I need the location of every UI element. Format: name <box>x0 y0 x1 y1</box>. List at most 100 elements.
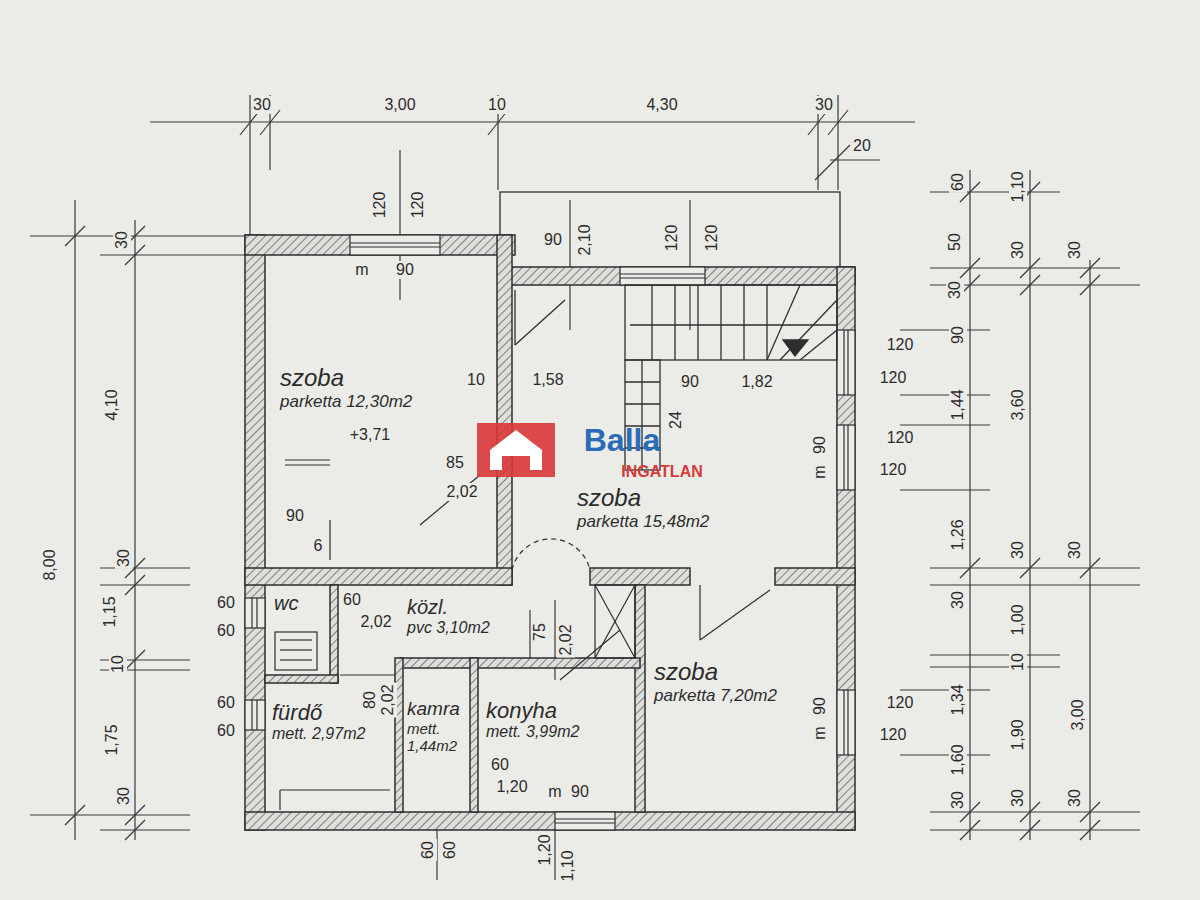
dimension-label: 2,02 <box>444 483 479 501</box>
dimension-label: 30 <box>1066 787 1084 809</box>
dimension-label: 120 <box>371 190 389 221</box>
dimension-label: 30 <box>949 789 967 811</box>
dimension-label: 50 <box>946 231 964 253</box>
dimension-label: 1,20 <box>536 832 554 867</box>
dimension-label: 90 <box>811 434 829 456</box>
room-area-note: mett. 2,97m2 <box>272 725 367 743</box>
dimension-label: 1,75 <box>103 722 121 757</box>
dimension-label: 80 <box>361 689 379 711</box>
dimension-label: 30 <box>1009 239 1027 261</box>
dimension-label: 30 <box>1009 539 1027 561</box>
dimension-label: 60 <box>489 756 511 774</box>
dimension-label: 1,10 <box>1009 169 1027 204</box>
room-area-note: pvc 3,10m2 <box>407 619 491 637</box>
dimension-label: 90 <box>284 507 306 525</box>
dimension-label: 10 <box>1009 651 1027 673</box>
room-area: kamramett. 1,44m2 <box>405 696 469 757</box>
dimension-label: 20 <box>851 137 873 155</box>
dimension-label: 1,58 <box>530 371 565 389</box>
dimension-label: m <box>546 783 563 801</box>
dimension-label: 120 <box>885 694 916 712</box>
dimension-label: 3,00 <box>382 96 417 114</box>
stair-symbol <box>515 285 837 470</box>
dimension-lines <box>30 95 1140 880</box>
dimension-label: 120 <box>878 726 909 744</box>
dimension-label: 30 <box>115 547 133 569</box>
dimension-label: 60 <box>949 171 967 193</box>
dimension-label: 1,60 <box>949 742 967 777</box>
dimension-label: 1,26 <box>949 517 967 552</box>
dimension-label: 2,02 <box>557 622 575 657</box>
dimension-label: 60 <box>215 694 237 712</box>
dimension-label: 90 <box>679 373 701 391</box>
dimension-label: m <box>811 463 829 480</box>
room-name: közl. <box>407 596 491 619</box>
dimension-label: 60 <box>441 839 459 861</box>
dimension-label: 85 <box>444 454 466 472</box>
dimension-label: 30 <box>113 229 131 251</box>
room-name: konyha <box>486 698 581 723</box>
dimension-label: 6 <box>312 537 325 555</box>
dimension-label: 1,90 <box>1009 717 1027 752</box>
dimension-label: 60 <box>215 722 237 740</box>
dimension-label: 1,15 <box>101 594 119 629</box>
dimension-label: 120 <box>885 429 916 447</box>
dimension-label: 30 <box>949 589 967 611</box>
dimension-label: m <box>811 724 829 741</box>
dimension-label: 60 <box>215 622 237 640</box>
dimension-label: 120 <box>878 461 909 479</box>
dimension-label: 120 <box>663 223 681 254</box>
dimension-label: 90 <box>542 231 564 249</box>
dimension-label: 30 <box>946 279 964 301</box>
dimension-label: 30 <box>251 96 273 114</box>
room-name: wc <box>274 592 300 615</box>
dimension-label: 120 <box>703 223 721 254</box>
dimension-label: 3,00 <box>1069 697 1087 732</box>
dimension-label: 30 <box>1066 539 1084 561</box>
room-area: közl.pvc 3,10m2 <box>405 594 493 640</box>
room-name: szoba <box>654 658 778 686</box>
room-area-note: parketta 15,48m2 <box>577 512 711 532</box>
dimension-label: 30 <box>1009 787 1027 809</box>
room-area: szobaparketta 7,20m2 <box>652 656 780 708</box>
dimension-label: 1,82 <box>739 373 774 391</box>
dimension-label: 75 <box>531 621 549 643</box>
dimension-label: 1,34 <box>949 682 967 717</box>
dimension-label: 60 <box>215 594 237 612</box>
room-area-note: mett. 3,99m2 <box>486 723 581 741</box>
dimension-label: 4,10 <box>103 387 121 422</box>
room-name: szoba <box>577 484 711 512</box>
room-area: fürdőmett. 2,97m2 <box>270 698 369 746</box>
room-name: kamra <box>407 698 467 720</box>
dimension-label: 120 <box>409 190 427 221</box>
room-name: fürdő <box>272 700 367 725</box>
dimension-label: 1,00 <box>1009 602 1027 637</box>
room-area: konyhamett. 3,99m2 <box>484 696 583 744</box>
dimension-label: 4,30 <box>644 96 679 114</box>
watermark-text: INGATLAN <box>619 463 704 481</box>
room-area: szobaparketta 15,48m2 <box>575 482 713 534</box>
dimension-label: 2,02 <box>379 682 397 717</box>
dimension-label: 10 <box>465 371 487 389</box>
watermark-logo <box>477 423 555 477</box>
dimension-label: 30 <box>1066 239 1084 261</box>
room-area-note: mett. 1,44m2 <box>407 720 467 755</box>
dimension-label: 90 <box>949 324 967 346</box>
room-name: szoba <box>280 364 414 392</box>
room-area-note: parketta 12,30m2 <box>280 392 414 412</box>
dimension-label: 1,44 <box>949 387 967 422</box>
dimension-label: 90 <box>569 783 591 801</box>
dimension-label: 60 <box>341 591 363 609</box>
dimension-label: 30 <box>813 96 835 114</box>
fixtures <box>275 460 770 810</box>
dimension-label: 8,00 <box>41 547 59 582</box>
dimension-label: 30 <box>115 785 133 807</box>
room-area: wc <box>272 590 302 617</box>
room-area-note: parketta 7,20m2 <box>654 686 778 706</box>
dimension-label: 10 <box>486 96 508 114</box>
windows <box>245 235 855 830</box>
dimension-label: 120 <box>885 336 916 354</box>
dimension-label: +3,71 <box>348 426 392 444</box>
